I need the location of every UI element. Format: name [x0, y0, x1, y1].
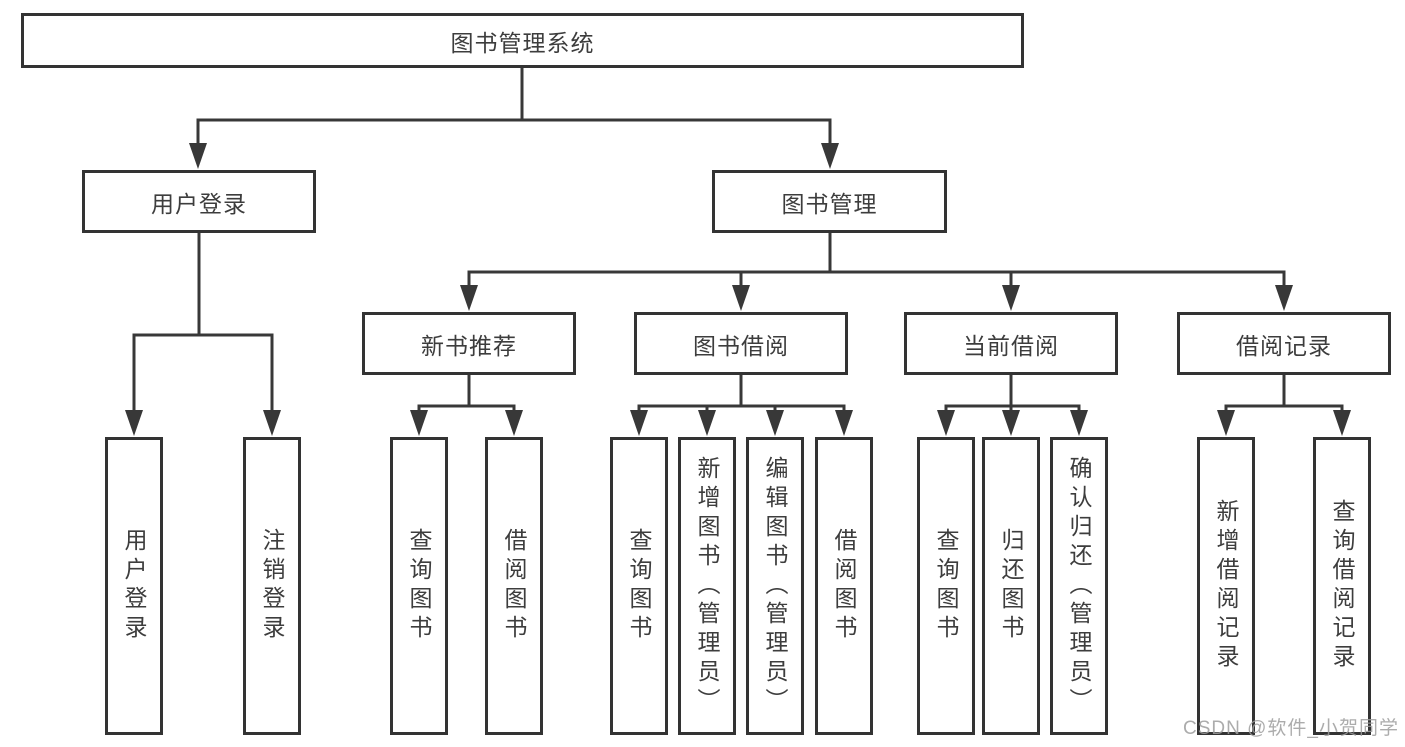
node-label: 图书管理系统	[450, 29, 595, 56]
node-confirm-return-admin: 确认归还（管理员）	[1050, 437, 1108, 735]
node-borrowing-records: 借阅记录	[1177, 312, 1391, 375]
node-label: 确认归还（管理员）	[1066, 455, 1092, 717]
node-label: 注销登录	[259, 528, 285, 644]
node-user-login: 用户登录	[82, 170, 316, 233]
node-label: 用户登录	[121, 528, 147, 644]
node-query-books-borrowing: 查询图书	[610, 437, 668, 735]
node-label: 新书推荐	[421, 332, 517, 359]
node-label: 图书管理	[781, 190, 878, 217]
node-book-management: 图书管理	[712, 170, 947, 233]
node-label: 借阅图书	[501, 528, 527, 644]
node-borrow-books-borrowing: 借阅图书	[815, 437, 873, 735]
node-logout-action: 注销登录	[243, 437, 301, 735]
node-library-management-system: 图书管理系统	[21, 13, 1024, 68]
csdn-watermark: CSDN @软件_小贺同学	[1183, 718, 1399, 739]
node-borrow-books-recommend: 借阅图书	[485, 437, 543, 735]
node-label: 借阅图书	[831, 528, 857, 644]
node-new-book-recommend: 新书推荐	[362, 312, 576, 375]
node-label: 新增借阅记录	[1213, 499, 1239, 673]
node-query-books-recommend: 查询图书	[390, 437, 448, 735]
node-return-books: 归还图书	[982, 437, 1040, 735]
node-label: 编辑图书（管理员）	[762, 455, 788, 717]
arrowheads	[125, 143, 1351, 436]
node-label: 查询图书	[626, 528, 652, 644]
node-label: 查询借阅记录	[1329, 499, 1355, 673]
node-current-borrowing: 当前借阅	[904, 312, 1118, 375]
node-user-login-action: 用户登录	[105, 437, 163, 735]
node-label: 归还图书	[998, 528, 1024, 644]
node-label: 新增图书（管理员）	[694, 455, 720, 717]
node-query-books-current: 查询图书	[917, 437, 975, 735]
node-add-books-admin: 新增图书（管理员）	[678, 437, 736, 735]
node-label: 借阅记录	[1236, 332, 1332, 359]
node-edit-books-admin: 编辑图书（管理员）	[746, 437, 804, 735]
node-label: 当前借阅	[963, 332, 1059, 359]
node-label: 查询图书	[406, 528, 432, 644]
node-label: 用户登录	[151, 190, 247, 217]
node-label: 图书借阅	[693, 332, 789, 359]
node-query-borrow-record: 查询借阅记录	[1313, 437, 1371, 735]
node-book-borrowing: 图书借阅	[634, 312, 848, 375]
node-label: 查询图书	[933, 528, 959, 644]
node-add-borrow-record: 新增借阅记录	[1197, 437, 1255, 735]
